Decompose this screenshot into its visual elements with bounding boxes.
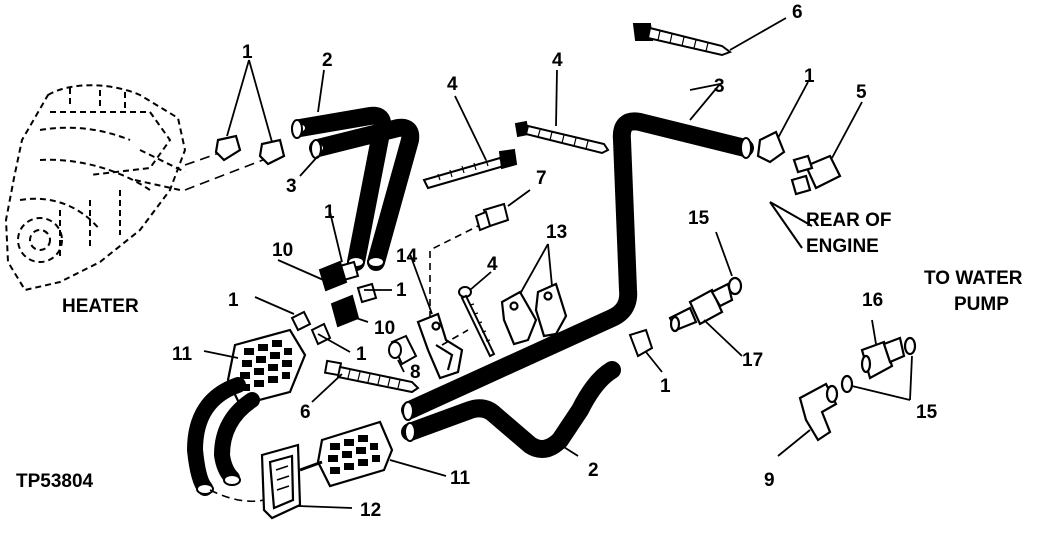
bolt (474, 202, 510, 232)
callout-4: 4 (447, 74, 458, 95)
control-knob (260, 443, 302, 520)
callout-2: 2 (588, 460, 599, 481)
hose-clip (500, 282, 568, 346)
callout-11: 11 (172, 344, 193, 365)
to-water-pump-caption-line1: TO WATER (924, 268, 1023, 289)
rear-of-engine-caption-line2: ENGINE (806, 236, 879, 257)
screw (458, 286, 496, 358)
callout-15: 15 (688, 208, 710, 229)
callout-5: 5 (856, 82, 867, 103)
screw (422, 148, 518, 190)
callout-1: 1 (660, 376, 671, 397)
hose-clamp (756, 130, 786, 164)
callout-16: 16 (862, 290, 883, 311)
callout-13: 13 (546, 222, 567, 243)
heater-valve-lower (299, 420, 394, 488)
valve-hose-loop (186, 377, 260, 496)
screw (514, 120, 610, 155)
tee-fitting (790, 154, 842, 196)
callout-6: 6 (300, 402, 311, 423)
heater-valve-upper (226, 328, 307, 407)
hose-end-rings (196, 474, 241, 495)
callout-12: 12 (360, 500, 381, 521)
hose-fitting (860, 336, 906, 380)
callout-numbers: 1 1 1 1 1 1 1 2 2 3 3 4 4 4 5 6 6 7 8 9 … (172, 2, 938, 521)
rear-engine-bracket-mark (769, 201, 813, 249)
heater-guide-lines (184, 151, 269, 191)
callout-9: 9 (764, 470, 775, 491)
callout-2: 2 (322, 50, 333, 71)
callout-1: 1 (228, 290, 239, 311)
callout-3: 3 (714, 76, 725, 97)
hose-fitting (668, 282, 734, 333)
callout-14: 14 (396, 246, 418, 267)
heater-caption: HEATER (62, 296, 139, 317)
callout-17: 17 (742, 350, 763, 371)
callout-15: 15 (916, 402, 938, 423)
callout-1: 1 (356, 344, 367, 365)
rear-of-engine-caption-line1: REAR OF (806, 210, 892, 231)
hose-connector (318, 260, 360, 328)
leader-lines (203, 17, 913, 509)
heater-hose-lower (401, 361, 621, 458)
bracket-dashed-link (429, 221, 487, 346)
to-water-pump-caption-line2: PUMP (954, 294, 1009, 315)
callout-1: 1 (324, 202, 335, 223)
o-ring (903, 336, 917, 356)
callout-11: 11 (450, 468, 471, 489)
o-ring (727, 276, 743, 296)
hose-end-rings (402, 137, 752, 421)
hose-clamp (214, 134, 286, 166)
figure-code: TP53804 (16, 471, 94, 492)
mounting-bracket (416, 312, 464, 380)
callout-10: 10 (374, 318, 395, 339)
callout-8: 8 (410, 362, 421, 383)
callout-4: 4 (487, 254, 498, 275)
heater-hose-upper-pair (291, 106, 420, 271)
heater-hose-long (401, 112, 754, 419)
callout-1: 1 (804, 66, 815, 87)
elbow-fitting (798, 382, 839, 442)
hose-clamp (290, 260, 654, 358)
callout-3: 3 (286, 176, 297, 197)
spacer (388, 334, 418, 366)
hose-end-rings (291, 119, 385, 268)
bolt (323, 359, 420, 394)
callout-6: 6 (792, 2, 803, 23)
callout-4: 4 (552, 50, 563, 71)
callout-7: 7 (536, 168, 547, 189)
callout-10: 10 (272, 240, 293, 261)
callout-1: 1 (396, 280, 407, 301)
cable-dashed (209, 489, 265, 503)
bolt (632, 23, 733, 57)
o-ring (840, 374, 854, 394)
heater-core-outline (4, 84, 187, 292)
hose-end-rings (404, 422, 416, 442)
callout-1: 1 (242, 42, 253, 63)
